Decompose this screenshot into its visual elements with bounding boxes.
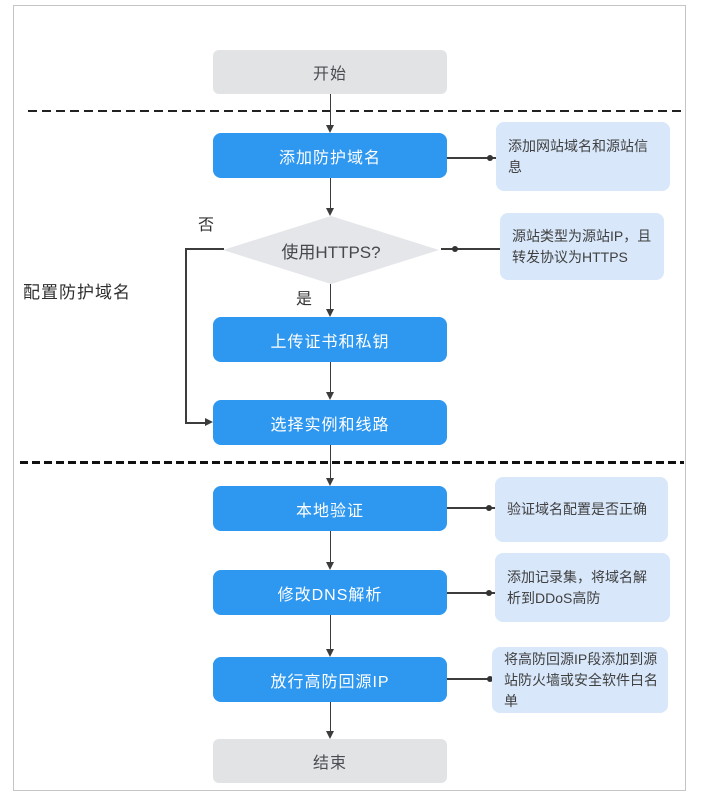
node-allow-source-ip: 放行高防回源IP — [213, 657, 447, 702]
connector-modifydns-note — [447, 592, 495, 594]
branch-label-yes: 是 — [296, 291, 313, 308]
no-branch-bottom-segment — [185, 422, 206, 424]
connector-dot-localverify — [486, 505, 492, 511]
no-branch-vertical-segment — [185, 248, 187, 423]
connector-dot-adddomain — [487, 155, 493, 161]
node-start: 开始 — [213, 50, 447, 94]
note-https-decision: 源站类型为源站IP，且转发协议为HTTPS — [500, 213, 664, 280]
connector-allowip-note — [447, 678, 492, 680]
connector-start-adddomain — [329, 94, 331, 126]
connector-decision-uploadcert — [329, 284, 331, 310]
note-add-domain: 添加网站域名和源站信息 — [496, 122, 670, 191]
section-divider-bottom — [20, 461, 684, 464]
node-select-instance: 选择实例和线路 — [213, 400, 447, 445]
connector-selectinstance-localverify — [329, 445, 331, 479]
connector-localverify-modifydns — [329, 531, 331, 563]
arrowhead-allowip — [325, 649, 334, 657]
arrowhead-modifydns — [325, 562, 334, 570]
note-local-verify: 验证域名配置是否正确 — [495, 477, 668, 542]
connector-uploadcert-selectinstance — [329, 362, 331, 393]
arrowhead-selectinstance — [325, 392, 334, 400]
branch-label-no: 否 — [198, 217, 215, 234]
arrowhead-decision — [325, 208, 334, 216]
note-allow-source-ip: 将高防回源IP段添加到源站防火墙或安全软件白名单 — [492, 647, 668, 713]
connector-dot-allowip — [487, 676, 493, 682]
arrowhead-adddomain — [325, 125, 334, 133]
arrowhead-localverify — [325, 478, 334, 486]
node-upload-cert: 上传证书和私钥 — [213, 317, 447, 362]
connector-adddomain-note — [447, 157, 496, 159]
node-end: 结束 — [213, 739, 447, 783]
connector-dot-decision — [452, 246, 458, 252]
note-modify-dns: 添加记录集，将域名解析到DDoS高防 — [495, 553, 670, 622]
section-divider-top — [28, 110, 684, 112]
node-add-domain: 添加防护域名 — [213, 133, 447, 178]
node-local-verify: 本地验证 — [213, 486, 447, 531]
section-label: 配置防护域名 — [23, 283, 131, 302]
connector-dot-modifydns — [486, 590, 492, 596]
arrowhead-end — [325, 731, 334, 739]
connector-decision-note — [441, 248, 500, 250]
connector-localverify-note — [447, 507, 495, 509]
connector-allowip-end — [329, 702, 331, 732]
arrowhead-select-instance-left — [205, 418, 213, 426]
connector-adddomain-decision — [329, 178, 331, 209]
node-modify-dns: 修改DNS解析 — [213, 570, 447, 615]
arrowhead-uploadcert — [325, 309, 334, 317]
connector-modifydns-allowip — [329, 615, 331, 650]
no-branch-top-segment — [185, 248, 224, 250]
